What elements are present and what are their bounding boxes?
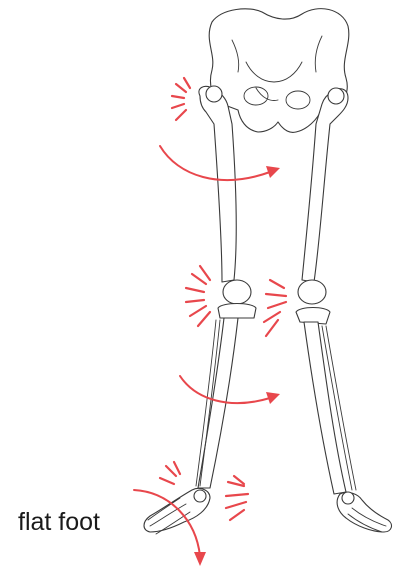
pain-burst-icon-hip xyxy=(172,78,190,120)
left-knee xyxy=(218,280,256,318)
pain-burst-icon-ankle-right xyxy=(226,476,248,520)
flat-foot-label: flat foot xyxy=(18,508,100,537)
left-foot xyxy=(144,488,210,534)
right-knee xyxy=(296,280,330,324)
pain-burst-icon-ankle-left xyxy=(160,462,180,484)
pain-burst-icon-knee-right xyxy=(264,280,286,336)
pain-burst-icon-knee-left xyxy=(186,266,210,326)
right-shin xyxy=(304,322,356,494)
right-foot xyxy=(337,492,391,532)
left-femur xyxy=(199,86,236,282)
